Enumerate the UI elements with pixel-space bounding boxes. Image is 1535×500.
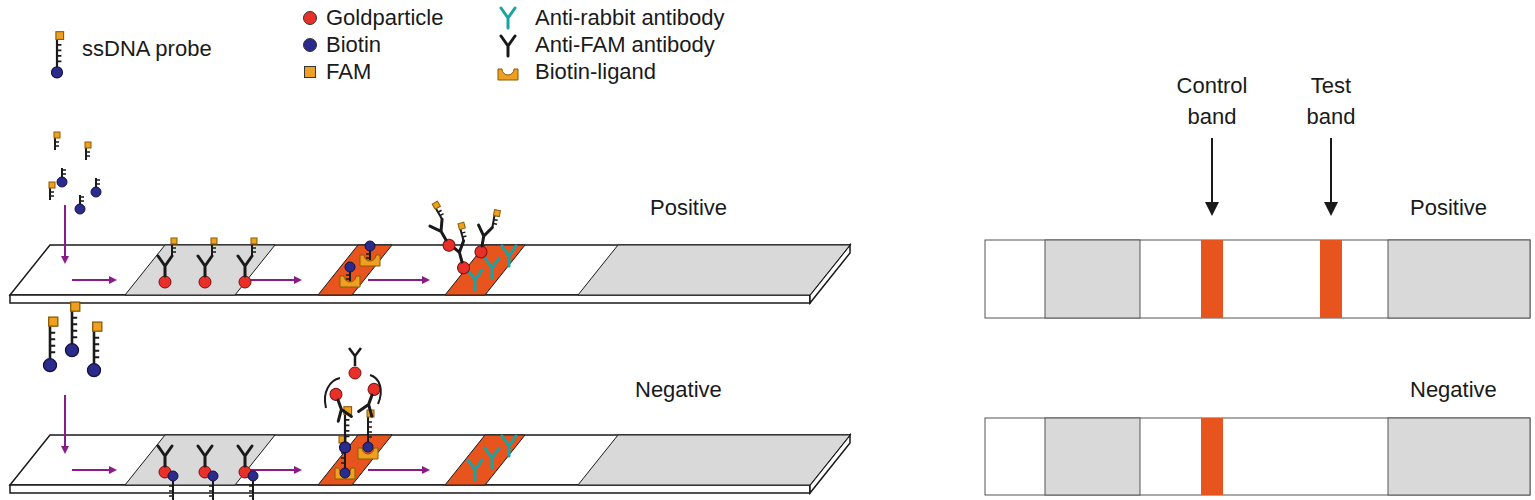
legend-swatch bbox=[304, 66, 316, 78]
legend-text: Goldparticle bbox=[326, 5, 443, 31]
legend-text: ssDNA probe bbox=[82, 36, 212, 62]
legend-swatch bbox=[303, 11, 317, 25]
legend-text: Biotin bbox=[326, 32, 381, 58]
band-label: Control band bbox=[1162, 70, 1262, 132]
result-label: Negative bbox=[1410, 377, 1497, 403]
legend-text: Anti-rabbit antibody bbox=[535, 5, 725, 31]
result-label: Positive bbox=[650, 195, 727, 221]
result-label: Positive bbox=[1410, 195, 1487, 221]
band-label: Test band bbox=[1291, 70, 1371, 132]
legend-swatch bbox=[303, 38, 317, 52]
legend-text: Biotin-ligand bbox=[535, 59, 656, 85]
legend-text: Anti-FAM antibody bbox=[535, 32, 715, 58]
legend-text: FAM bbox=[326, 59, 371, 85]
result-label: Negative bbox=[635, 377, 722, 403]
